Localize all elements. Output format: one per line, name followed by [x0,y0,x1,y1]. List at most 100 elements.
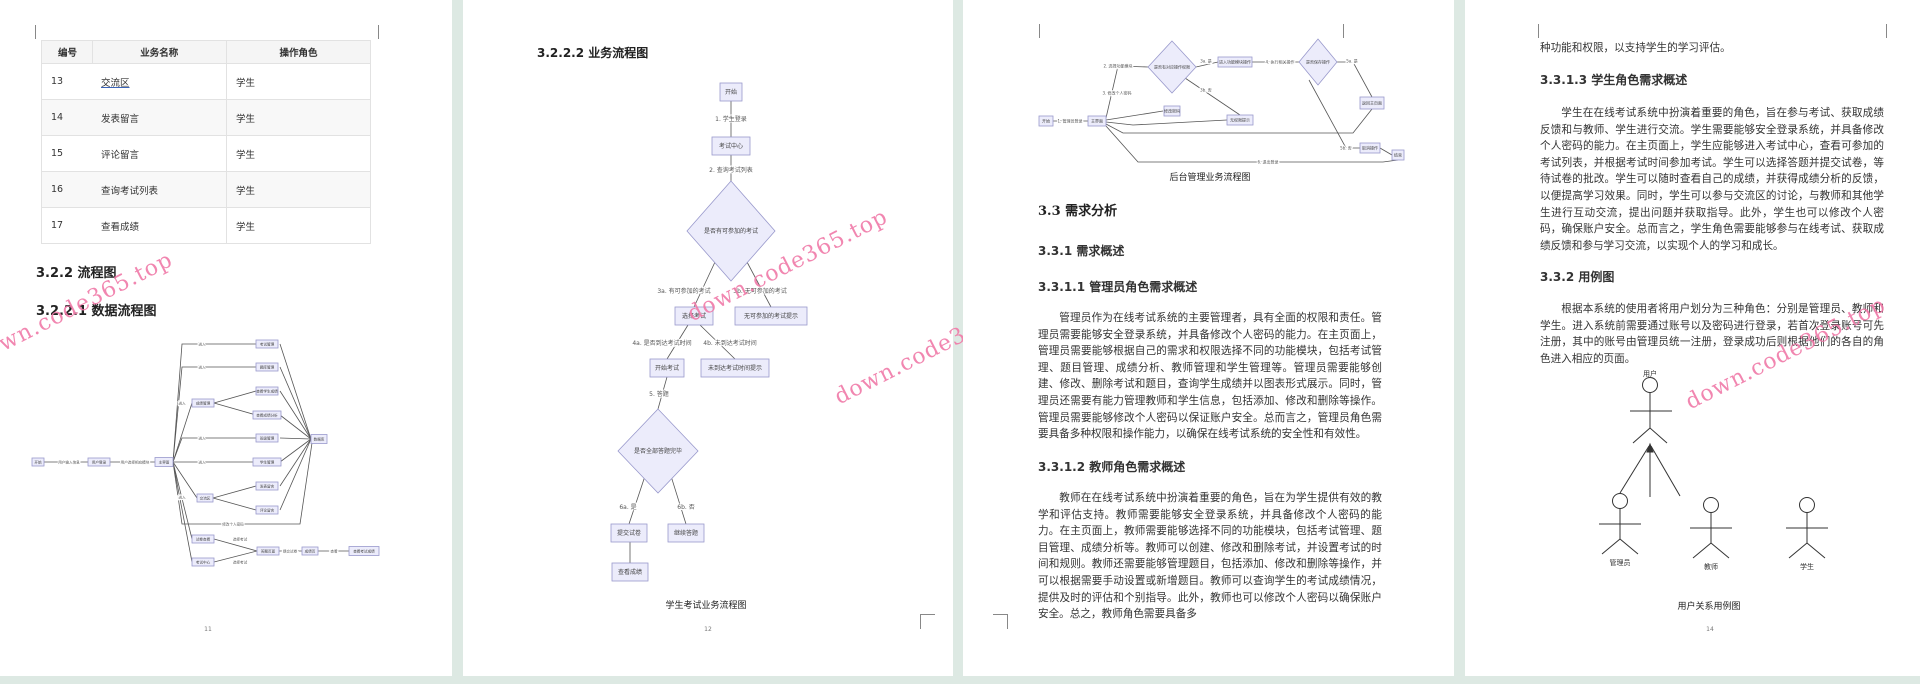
process-node [87,457,111,467]
crop-mark [35,25,36,39]
process-node [196,493,214,503]
process-node [734,306,808,326]
edge-label-l6: 6. 退出登录 [1257,158,1278,164]
row-number: 17 [41,207,92,244]
decision-node [1298,38,1338,86]
paragraph-teacher-requirements: 教师在在线考试系统中扮演着重要的角色，旨在为学生提供有效的教学和评估支持。教师需… [1038,492,1382,621]
business-name: 查看成绩 [92,207,227,244]
row-number: 14 [41,99,92,136]
flow-edge [279,438,312,487]
flow-edge [666,324,689,360]
section-heading: 3.2.2 流程图 [36,266,117,281]
document-page-14: 种功能和权限，以支持学生的学习评估。 3.3.1.3 学生角色需求概述 学生在在… [1465,0,1920,676]
process-node [611,562,649,582]
edge-label-l3a: 3a. 是 [1200,57,1212,63]
process-node [1359,142,1381,154]
process-node [700,358,770,378]
edge-label-l_input: 用户输入信息 [58,459,80,464]
node-label-paper_view: 试卷查看 [196,536,211,541]
node-label-back: 返回主页面 [1362,99,1382,105]
decision-node [617,408,699,494]
process-node [256,546,280,556]
flow-edge [746,261,772,308]
section-heading: 3.3.1.1 管理员角色需求概述 [1038,280,1198,294]
node-label-bank_mgmt: 题库管理 [260,364,275,369]
process-node [301,546,319,556]
decision-node [1147,40,1197,94]
section-heading: 3.2.2.2 业务流程图 [537,46,649,60]
node-label-main: 主界面 [159,459,170,464]
edges [44,343,349,563]
process-node [348,546,380,556]
actor-admin [1599,493,1641,555]
data-flow-diagram: 开始用户登录主界面成绩管理交流区数据库试卷查看考试中心答题页面成绩页查看考试成绩… [31,339,380,567]
edge-label-l2: 2. 选择功能模块 [1103,62,1132,68]
edge-label-l_select: 用户选择相应模块 [121,459,150,464]
crop-mark [378,25,379,39]
section-heading: 3.3.1.2 教师角色需求概述 [1038,460,1186,474]
flow-edge [628,475,646,525]
business-name: 评论留言 [92,135,227,172]
flow-edge [1105,125,1399,163]
flow-edge [1105,108,1373,134]
edge-label-l2: 2. 查询考试列表 [709,166,753,174]
operator-role: 学生 [226,135,371,172]
flow-edge [279,437,312,440]
flow-edge [1105,65,1149,119]
paragraph-admin-requirements: 管理员作为在线考试系统的主要管理者，具有全面的权限和责任。管理员需要能够安全登录… [1038,312,1382,441]
process-node [1391,149,1405,161]
figure-caption: 用户关系用例图 [1677,602,1741,612]
node-label-class_mgmt: 班级管理 [260,435,275,440]
generalization-arrows [1619,442,1681,497]
section-heading: 3.3.1.3 学生角色需求概述 [1540,73,1688,87]
page-number: 14 [1706,626,1714,633]
edge-label-l3b: 3b. 否 [1200,87,1212,92]
node-label-forum: 交流区 [200,495,211,500]
paragraph-student-requirements: 学生在在线考试系统中扮演着重要的角色，旨在参与考试、获取成绩反馈和与教师、学生进… [1540,107,1884,252]
process-node [1217,56,1253,68]
flow-edge [213,402,257,416]
process-node [1226,114,1254,126]
flow-edge [693,261,716,308]
flow-edge [279,343,312,440]
edge-label-l1: 1. 学生登录 [715,115,747,123]
crop-mark [1886,24,1887,38]
node-label-start_exam: 开始考试 [655,364,679,372]
actor-label-student: 学生 [1800,562,1814,571]
row-number: 15 [41,135,92,172]
node-label-score_mgmt: 成绩管理 [196,400,211,405]
process-node [252,457,282,467]
section-heading: 3.3 需求分析 [1038,204,1118,219]
process-node [711,136,751,156]
flow-edge [279,390,312,440]
flow-edge [1195,61,1219,68]
table-header: 编号 [41,40,93,64]
node-label-exam_center: 考试中心 [196,559,211,564]
node-label-db: 数据库 [314,436,325,441]
node-label-start: 开始 [725,88,737,96]
process-node [191,398,215,408]
node-label-submit: 提交试卷 [617,529,641,537]
flow-edge [1184,77,1241,116]
edge-label-l4b: 4b. 未到达考试时间 [703,339,756,347]
actor-teacher [1690,497,1732,559]
edge-label-l3b: 3b. 无可参加的考试 [733,287,786,295]
actor-student [1786,497,1828,559]
flow-edge [1308,79,1360,149]
table-header: 操作角色 [226,40,371,64]
crop-mark [920,614,935,629]
process-node [719,82,743,102]
actor-user [1630,377,1672,444]
flow-edge [279,438,312,511]
admin-business-flowchart: 开始主界面是否有对应操作权限进入功能模块操作是否保存操作返回主页面无权限提示修改… [1038,38,1405,165]
edge-label-enter: 进入 [198,435,206,440]
paragraph-continued: 种功能和权限，以支持学生的学习评估。 [1540,42,1731,54]
process-node [1087,115,1107,127]
process-node [1163,105,1181,117]
node-label-d2: 是否保存操作 [1306,58,1330,64]
node-label-comment: 评论留言 [260,507,275,512]
node-label-post: 发表留言 [260,483,275,488]
